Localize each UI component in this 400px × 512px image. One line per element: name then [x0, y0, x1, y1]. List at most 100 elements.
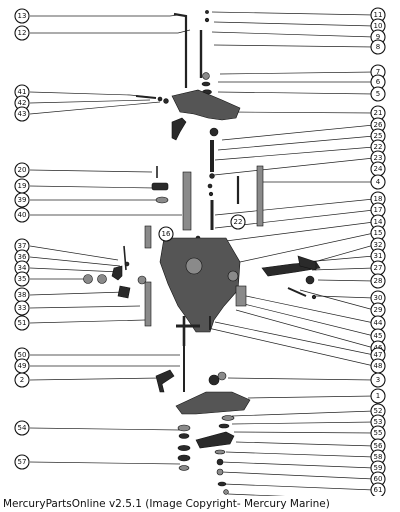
bolt-41	[135, 95, 157, 99]
callout-3[interactable]: 3	[370, 372, 386, 388]
callout-54[interactable]: 54	[14, 420, 30, 436]
spring-clip-38	[117, 285, 131, 299]
callout-35[interactable]: 35	[14, 271, 30, 287]
svg-text:49: 49	[18, 362, 27, 370]
bushing-39	[155, 196, 169, 204]
washer-54b	[178, 433, 190, 439]
svg-text:36: 36	[18, 253, 27, 261]
callout-12[interactable]: 12	[14, 25, 30, 41]
handle-screw	[171, 117, 187, 141]
callout-4[interactable]: 4	[370, 174, 386, 190]
svg-text:19: 19	[18, 182, 27, 190]
svg-text:13: 13	[18, 12, 27, 20]
housing-bore	[185, 257, 203, 275]
svg-text:22: 22	[234, 218, 243, 226]
callout-38[interactable]: 38	[14, 287, 30, 303]
svg-text:45: 45	[374, 332, 383, 340]
svg-text:27: 27	[374, 264, 383, 272]
callout-2[interactable]: 2	[14, 372, 30, 388]
callout-22-inner[interactable]: 22	[230, 214, 246, 230]
pin-upper	[144, 225, 152, 249]
washer-52	[221, 415, 235, 421]
washer-42	[157, 96, 163, 102]
washer-56	[214, 449, 226, 455]
washer-27	[227, 270, 239, 282]
svg-text:12: 12	[18, 29, 27, 37]
svg-text:42: 42	[18, 99, 27, 107]
callout-49[interactable]: 49	[14, 358, 30, 374]
callout-26[interactable]: 26	[370, 117, 386, 133]
nut-58	[216, 458, 224, 466]
pin-long	[144, 281, 152, 327]
callout-24[interactable]: 24	[370, 161, 386, 177]
washer-57a	[177, 445, 191, 451]
callout-57[interactable]: 57	[14, 454, 30, 470]
svg-text:23: 23	[374, 154, 383, 162]
svg-text:9: 9	[376, 33, 380, 41]
washer-7	[202, 72, 210, 80]
svg-text:5: 5	[376, 90, 380, 98]
nut-22	[209, 173, 215, 179]
svg-text:11: 11	[374, 11, 383, 19]
callout-34[interactable]: 34	[14, 260, 30, 276]
callout-22[interactable]: 22	[370, 139, 386, 155]
callout-29[interactable]: 29	[370, 302, 386, 318]
clip-34	[111, 265, 123, 281]
lever-55	[195, 431, 235, 449]
svg-text:38: 38	[18, 291, 27, 299]
callout-44[interactable]: 44	[370, 315, 386, 331]
ring-35a	[83, 274, 93, 284]
svg-text:32: 32	[374, 241, 383, 249]
svg-text:3: 3	[376, 376, 380, 384]
callout-48[interactable]: 48	[370, 358, 386, 374]
washer-23	[207, 183, 213, 189]
callout-28[interactable]: 28	[370, 273, 386, 289]
svg-text:16: 16	[162, 230, 171, 238]
callout-39[interactable]: 39	[14, 192, 30, 208]
washer-28	[305, 275, 315, 285]
callout-55[interactable]: 55	[370, 425, 386, 441]
callout-13[interactable]: 13	[14, 8, 30, 24]
washer-54	[177, 424, 191, 432]
tube-40	[182, 171, 192, 231]
lever-tip	[297, 255, 317, 271]
svg-text:57: 57	[18, 458, 27, 466]
bushing-44	[235, 285, 247, 307]
callout-27[interactable]: 27	[370, 260, 386, 276]
svg-text:29: 29	[374, 306, 383, 314]
svg-text:34: 34	[18, 264, 27, 272]
callout-51[interactable]: 51	[14, 315, 30, 331]
svg-text:20: 20	[18, 166, 27, 174]
svg-text:44: 44	[374, 319, 383, 327]
callout-40[interactable]: 40	[14, 207, 30, 223]
callout-10[interactable]: 10	[370, 18, 386, 34]
callout-5[interactable]: 5	[370, 86, 386, 102]
callout-61[interactable]: 61	[370, 482, 386, 496]
callout-14[interactable]: 14	[370, 214, 386, 230]
svg-text:48: 48	[374, 362, 383, 370]
callout-41[interactable]: 41	[14, 84, 30, 100]
svg-text:2: 2	[20, 376, 24, 384]
t-handle-2	[155, 369, 175, 393]
callout-8[interactable]: 8	[370, 39, 386, 55]
svg-text:52: 52	[374, 407, 383, 415]
callout-19[interactable]: 19	[14, 178, 30, 194]
callout-33[interactable]: 33	[14, 300, 30, 316]
cap-3a	[208, 374, 220, 386]
svg-text:51: 51	[18, 319, 27, 327]
svg-text:61: 61	[374, 486, 383, 494]
washer-61	[223, 489, 229, 495]
callout-20[interactable]: 20	[14, 162, 30, 178]
spring-19	[151, 182, 169, 191]
svg-text:1: 1	[376, 392, 380, 400]
svg-text:18: 18	[374, 195, 383, 203]
svg-text:28: 28	[374, 277, 383, 285]
callout-59[interactable]: 59	[370, 460, 386, 476]
svg-text:4: 4	[376, 178, 381, 186]
callout-16[interactable]: 16	[158, 226, 174, 242]
svg-text:25: 25	[374, 132, 383, 140]
callout-43[interactable]: 43	[14, 106, 30, 122]
callout-11[interactable]: 11	[370, 7, 386, 23]
callout-1[interactable]: 1	[370, 388, 386, 404]
svg-text:17: 17	[374, 206, 383, 214]
